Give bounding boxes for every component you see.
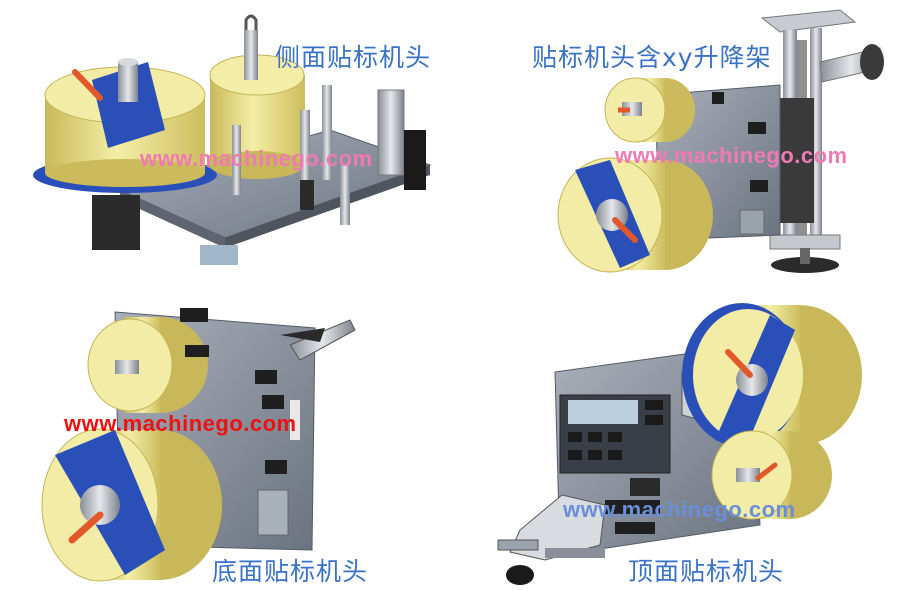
- label-reel-icon: [682, 303, 862, 450]
- panel-caption: 底面贴标机头: [212, 557, 369, 586]
- roller-icon: [605, 500, 660, 514]
- label-reel-icon: [604, 77, 695, 143]
- top-labeling-head-illustration: [497, 303, 862, 585]
- watermark-text: www.machinego.com: [615, 143, 848, 168]
- label-reel-icon: [711, 430, 832, 520]
- panel-caption: 侧面贴标机头: [275, 43, 432, 72]
- roller-icon: [255, 370, 277, 384]
- bottom-labeling-head-panel: 底面贴标机头 www.machinego.com: [0, 300, 450, 600]
- roller-icon: [322, 85, 332, 180]
- panel-caption: 贴标机头含xy升降架: [532, 43, 772, 72]
- label-reel-icon: [41, 428, 222, 582]
- motor-icon: [92, 195, 140, 250]
- xy-lift-stand-icon: [760, 9, 884, 273]
- handle-icon: [72, 69, 103, 101]
- bottom-labeling-head-illustration: [41, 308, 356, 582]
- label-reel-icon: [557, 157, 713, 273]
- xy-lift-head-illustration: [557, 9, 884, 273]
- top-labeling-head-panel: 顶面贴标机头 www.machinego.com: [450, 300, 900, 600]
- label-reel-icon: [87, 317, 209, 413]
- panel-caption: 顶面贴标机头: [628, 557, 785, 586]
- watermark-text: www.machinego.com: [140, 146, 373, 171]
- xy-lift-labeling-head-panel: 贴标机头含xy升降架 www.machinego.com: [450, 0, 900, 300]
- side-labeling-head-illustration: [33, 14, 432, 265]
- watermark-text: www.machinego.com: [563, 497, 796, 522]
- peel-plate-icon: [377, 89, 405, 176]
- watermark-text: www.machinego.com: [64, 411, 297, 436]
- roller-icon: [712, 92, 724, 104]
- lcd-control-panel-icon: [559, 394, 671, 474]
- side-labeling-head-panel: 侧面贴标机头 www.machinego.com: [0, 0, 450, 300]
